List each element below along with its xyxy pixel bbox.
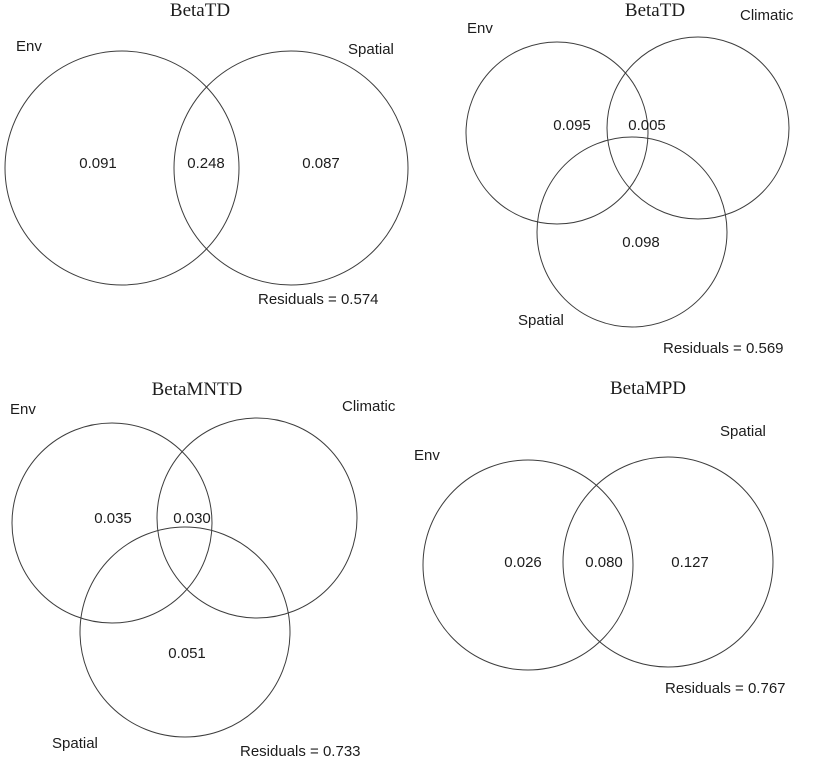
env-label: Env (414, 447, 440, 464)
spatial-circle (536, 136, 728, 328)
panel-title: BetaTD (169, 0, 231, 21)
env-only-value: 0.026 (504, 554, 542, 571)
spatial-circle (562, 456, 774, 668)
env-only-value: 0.095 (553, 117, 591, 134)
overlap-value: 0.080 (585, 554, 623, 571)
panel-betamntd-three-circle: BetaMNTD Env Climatic Spatial 0.035 0.03… (0, 375, 413, 770)
spatial-only-value: 0.098 (622, 234, 660, 251)
overlap-value: 0.248 (187, 155, 225, 172)
venn-circles (11, 417, 358, 738)
residuals-text: Residuals = 0.569 (663, 340, 784, 357)
spatial-label: Spatial (720, 423, 766, 440)
spatial-only-value: 0.127 (671, 554, 709, 571)
residuals-text: Residuals = 0.767 (665, 680, 786, 697)
env-only-value: 0.091 (79, 155, 117, 172)
panel-betampd-two-circle: BetaMPD Env Spatial 0.026 0.080 0.127 Re… (413, 375, 813, 770)
spatial-label: Spatial (518, 312, 564, 329)
venn-circles (4, 50, 409, 286)
climatic-label: Climatic (740, 7, 794, 24)
venn-circles (422, 456, 774, 671)
env-circle (465, 41, 649, 225)
panel-title: BetaMNTD (151, 379, 243, 400)
spatial-label: Spatial (52, 735, 98, 752)
spatial-only-value: 0.087 (302, 155, 340, 172)
spatial-circle (79, 526, 291, 738)
env-climatic-overlap-value: 0.005 (628, 117, 666, 134)
env-circle (4, 50, 240, 286)
env-circle (422, 459, 634, 671)
panel-betatd-two-circle: BetaTD Env Spatial 0.091 0.248 0.087 Res… (0, 0, 413, 375)
env-label: Env (16, 38, 42, 55)
env-label: Env (467, 20, 493, 37)
climatic-circle (156, 417, 358, 619)
climatic-label: Climatic (342, 398, 396, 415)
env-climatic-overlap-value: 0.030 (173, 510, 211, 527)
panel-betatd-three-circle: BetaTD Env Climatic Spatial 0.095 0.005 … (413, 0, 813, 375)
env-only-value: 0.035 (94, 510, 132, 527)
spatial-only-value: 0.051 (168, 645, 206, 662)
spatial-circle (173, 50, 409, 286)
env-label: Env (10, 401, 36, 418)
venn-circles (465, 36, 790, 328)
climatic-circle (606, 36, 790, 220)
spatial-label: Spatial (348, 41, 394, 58)
residuals-text: Residuals = 0.574 (258, 291, 379, 308)
residuals-text: Residuals = 0.733 (240, 743, 361, 760)
panel-title: BetaTD (624, 0, 686, 21)
panel-title: BetaMPD (610, 378, 686, 399)
env-circle (11, 422, 213, 624)
